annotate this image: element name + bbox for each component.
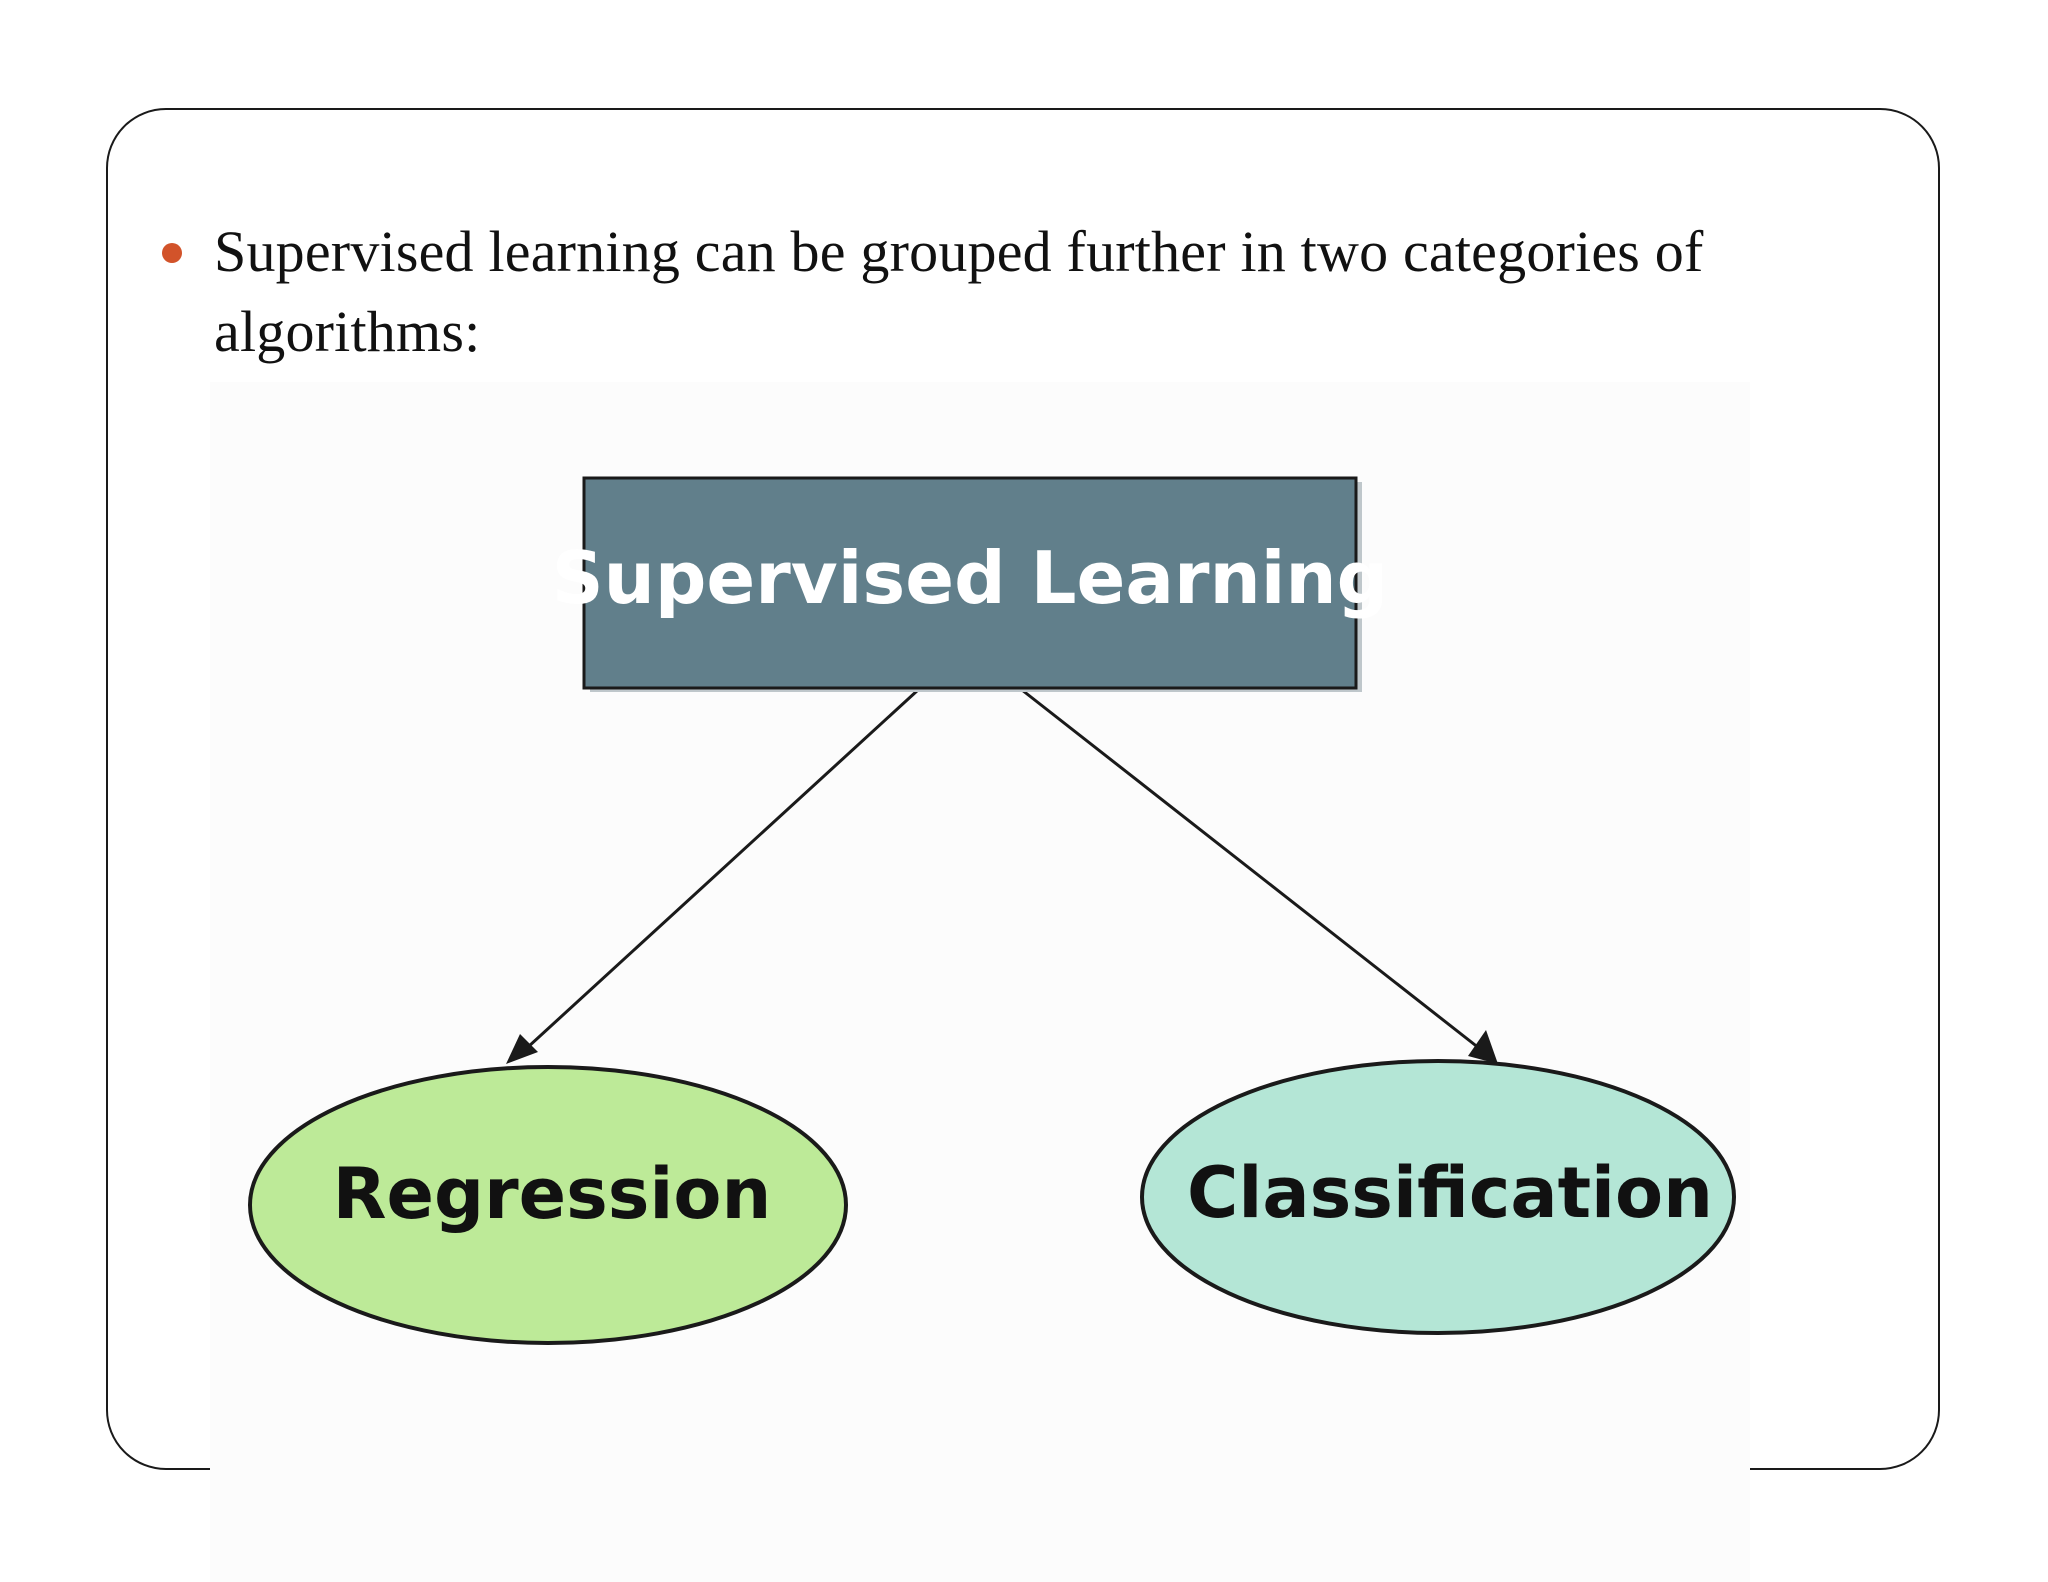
classification-node: Classification	[1140, 1059, 1736, 1335]
root-node-label: Supervised Learning	[552, 536, 1388, 620]
bullet-text: Supervised learning can be grouped furth…	[214, 219, 1704, 364]
arrowhead-classification-icon	[1468, 1030, 1498, 1064]
classification-node-ellipse	[1140, 1059, 1736, 1335]
regression-node-label: Regression	[333, 1153, 772, 1235]
arrowhead-regression-icon	[506, 1034, 538, 1064]
root-node: Supervised Learning	[552, 476, 1388, 692]
regression-node: Regression	[248, 1065, 848, 1345]
edge-root-to-classification	[1021, 688, 1485, 1054]
root-node-box	[582, 476, 1358, 690]
edge-root-to-regression	[514, 688, 920, 1060]
classification-node-label: Classification	[1187, 1152, 1713, 1234]
bullet-dot-icon	[162, 243, 182, 263]
regression-node-ellipse	[248, 1065, 848, 1345]
